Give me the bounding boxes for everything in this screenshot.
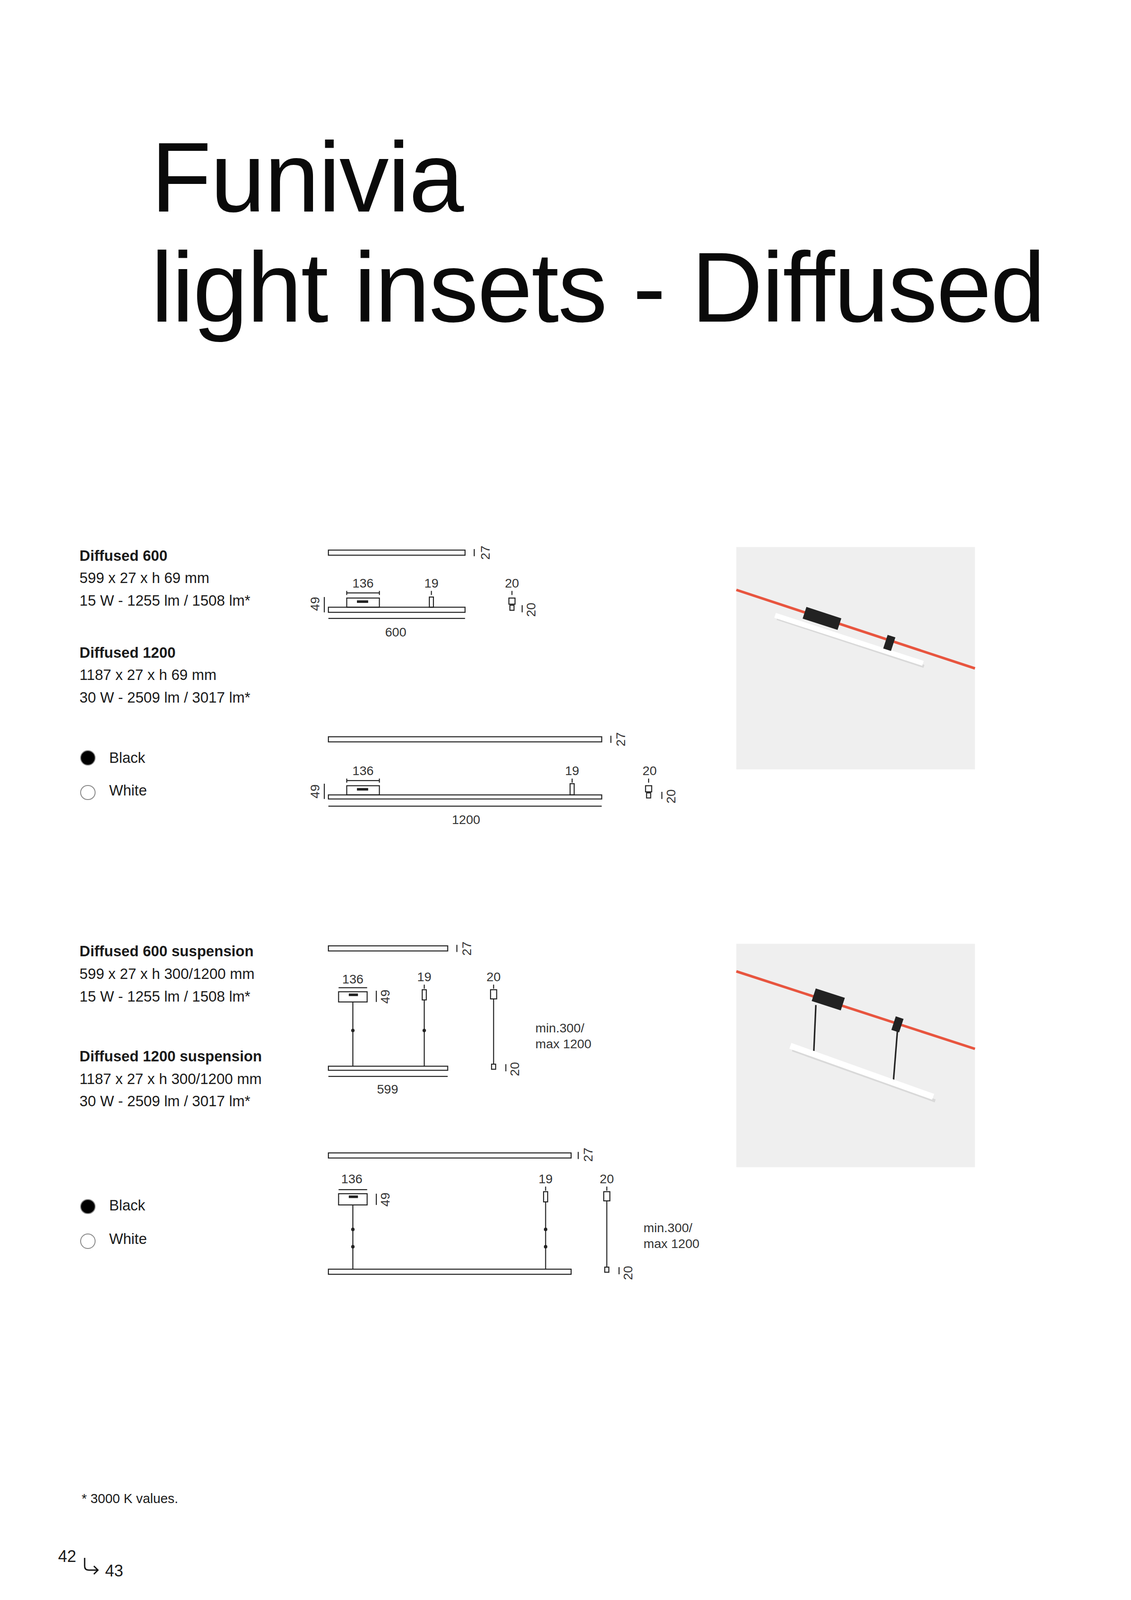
dimension-note: min.300/ max 1200 bbox=[643, 1219, 708, 1252]
dimension-label: 136 bbox=[342, 971, 364, 987]
spec-text: 30 W - 2509 lm / 3017 lm* bbox=[79, 688, 251, 708]
dimension-label: 20 bbox=[663, 789, 679, 804]
color-option: Black bbox=[109, 1196, 146, 1215]
spec-text: 1187 x 27 x h 300/1200 mm bbox=[79, 1069, 262, 1089]
page-number: 43 bbox=[105, 1560, 124, 1581]
dimension-label: 20 bbox=[642, 762, 657, 779]
page-number: 42 bbox=[57, 1545, 77, 1567]
dimension-label: 20 bbox=[599, 1170, 614, 1187]
spec-text: 15 W - 1255 lm / 1508 lm* bbox=[79, 591, 251, 611]
color-swatch bbox=[80, 750, 96, 766]
dimension-label: 49 bbox=[307, 784, 323, 799]
dimension-label: 20 bbox=[620, 1265, 636, 1280]
dimension-label: 27 bbox=[459, 941, 476, 956]
dimension-label: 20 bbox=[506, 1061, 523, 1076]
color-option: White bbox=[109, 781, 147, 800]
dimension-label: 20 bbox=[486, 968, 501, 985]
dimension-label: 136 bbox=[352, 762, 374, 779]
dimension-label: 19 bbox=[538, 1170, 553, 1187]
dimension-label: 19 bbox=[564, 762, 579, 779]
dimension-label: 20 bbox=[505, 575, 520, 592]
spec-text: 599 x 27 x h 300/1200 mm bbox=[79, 964, 255, 984]
dimension-label: 49 bbox=[377, 989, 394, 1004]
dimension-label: 19 bbox=[424, 575, 439, 592]
spec-text: 1187 x 27 x h 69 mm bbox=[79, 665, 217, 685]
dimension-label: 27 bbox=[613, 732, 630, 747]
spec-text: 15 W - 1255 lm / 1508 lm* bbox=[79, 987, 251, 1006]
dimension-label: 27 bbox=[477, 545, 494, 560]
dimension-label: 20 bbox=[523, 602, 540, 617]
footnote: * 3000 K values. bbox=[81, 1490, 179, 1507]
page-title: Funivia light insets - Diffused bbox=[150, 122, 1120, 343]
dimension-label: 27 bbox=[580, 1147, 597, 1162]
dimension-label: 1200 bbox=[452, 811, 481, 828]
dimension-label: 49 bbox=[307, 596, 323, 611]
color-swatch bbox=[80, 1233, 96, 1249]
dimension-label: 49 bbox=[377, 1192, 394, 1207]
color-swatch bbox=[80, 784, 96, 801]
spec-text: 599 x 27 x h 69 mm bbox=[79, 568, 210, 588]
dimension-label: 136 bbox=[352, 575, 374, 592]
dimension-label: 19 bbox=[417, 968, 432, 985]
color-option: White bbox=[109, 1229, 147, 1249]
color-option: Black bbox=[109, 748, 146, 768]
product-name: Diffused 1200 suspension bbox=[79, 1047, 263, 1066]
dimension-label: 599 bbox=[376, 1081, 399, 1098]
dimension-label: 600 bbox=[385, 624, 407, 641]
product-name: Diffused 600 bbox=[79, 546, 168, 566]
spec-text: 30 W - 2509 lm / 3017 lm* bbox=[79, 1092, 251, 1111]
color-swatch bbox=[80, 1198, 96, 1215]
dimension-note: min.300/ max 1200 bbox=[535, 1020, 599, 1052]
dimension-label: 136 bbox=[341, 1170, 363, 1187]
product-name: Diffused 600 suspension bbox=[79, 942, 254, 961]
product-name: Diffused 1200 bbox=[79, 643, 176, 663]
